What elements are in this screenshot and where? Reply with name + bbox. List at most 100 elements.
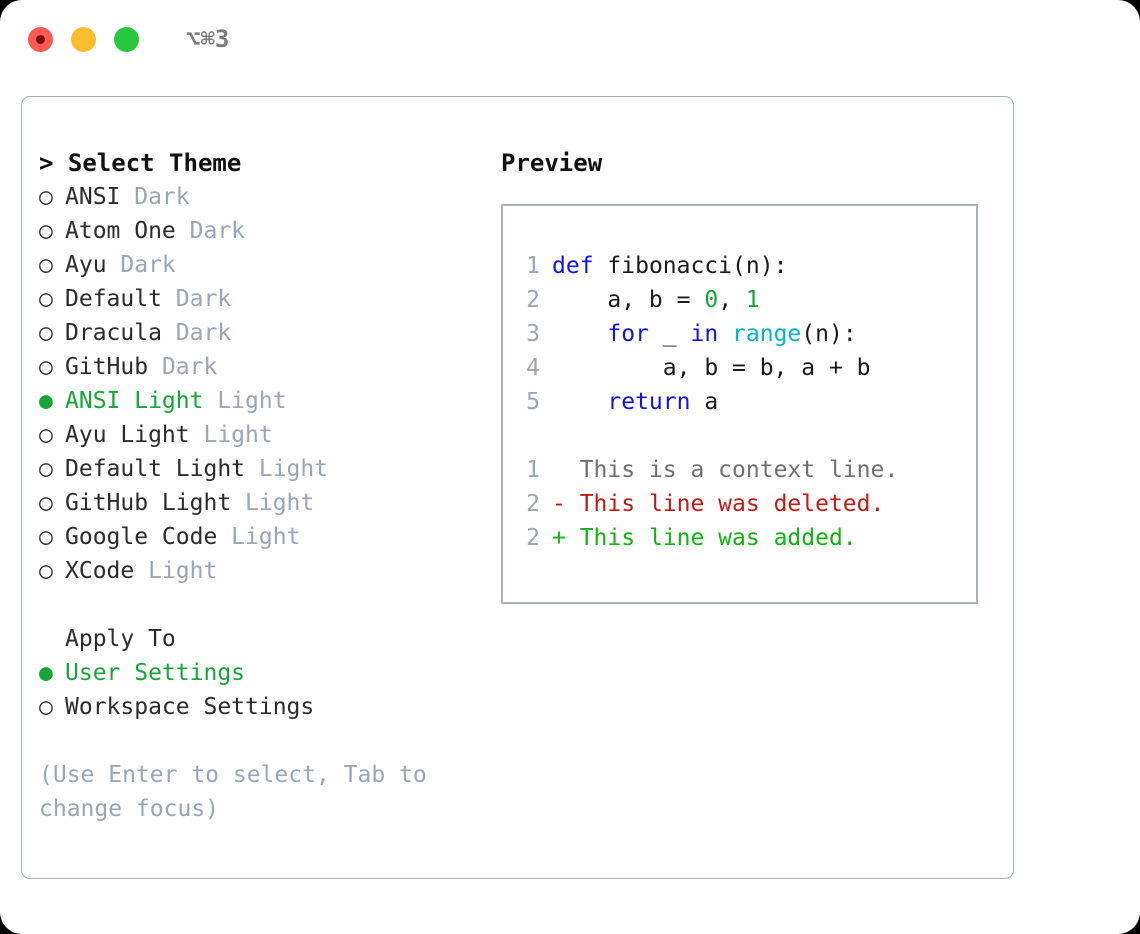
apply-to-item-workspace-settings[interactable]: ○ Workspace Settings [39, 690, 499, 724]
theme-item-label: GitHub [65, 354, 149, 380]
line-number: 2 [526, 525, 540, 551]
minimize-button[interactable] [71, 26, 96, 52]
radio-selected-icon: ● [39, 660, 53, 686]
select-theme-heading: > Select Theme [39, 146, 499, 180]
gutter-space [540, 283, 552, 317]
theme-item-variant: Light [231, 490, 315, 516]
code-token: _ [648, 321, 691, 347]
radio-unselected-icon: ○ [39, 252, 53, 278]
code-line: 4 a, b = b, a + b [518, 351, 898, 385]
theme-item-default[interactable]: ○ Default Dark [39, 282, 499, 316]
theme-item-dracula[interactable]: ○Dracula Dark [39, 316, 499, 350]
line-number: 4 [526, 355, 540, 381]
theme-item-ayu-light[interactable]: ○Ayu Light Light [39, 418, 499, 452]
code-token: a [690, 389, 719, 415]
apply-to-heading: ○Apply To [39, 622, 499, 656]
theme-item-ansi[interactable]: ○ANSI Dark [39, 180, 499, 214]
diff-text: This is a context line. [565, 457, 899, 483]
theme-item-variant: Dark [148, 354, 218, 380]
radio-unselected-icon: ○ [39, 558, 53, 584]
title-bar: ⌥⌘3 [0, 0, 1140, 78]
theme-item-variant: Dark [161, 320, 232, 346]
radio-unselected-icon: ○ [39, 456, 53, 482]
theme-item-ansi-light[interactable]: ●ANSI Light Light [39, 384, 499, 418]
theme-item-label: ANSI Light [65, 388, 204, 414]
theme-item-github-light[interactable]: ○ GitHub Light Light [39, 486, 499, 520]
code-token: for [607, 321, 649, 347]
theme-item-label: Default Light [65, 456, 246, 482]
maximize-button[interactable] [114, 26, 139, 52]
theme-item-label: Default [65, 286, 162, 312]
apply-to-item-user-settings[interactable]: ● User Settings [39, 656, 499, 690]
diff-line: 1 This is a context line. [518, 453, 898, 487]
keyboard-hint-text: (Use Enter to select, Tab to change focu… [39, 762, 441, 822]
theme-item-label: Atom One [65, 218, 176, 244]
code-token: range [732, 321, 802, 347]
diff-sign: + [552, 525, 566, 551]
theme-selector-column: > Select Theme ○ANSI Dark○Atom One Dark○… [39, 146, 499, 826]
theme-item-label: GitHub Light [65, 490, 232, 516]
line-number: 1 [526, 253, 540, 279]
theme-item-label: Ayu Light [65, 422, 190, 448]
line-number: 3 [526, 321, 540, 347]
code-token [718, 321, 732, 347]
apply-to-marker-placeholder: ○ [39, 622, 65, 656]
select-theme-title: Select Theme [67, 149, 242, 177]
caret-icon: > [39, 149, 68, 177]
code-token: 0 [704, 287, 719, 313]
theme-item-label: Google Code [65, 524, 218, 550]
diff-line: 2 - This line was deleted. [518, 487, 898, 521]
radio-unselected-icon: ○ [39, 320, 53, 346]
code-token [552, 389, 607, 415]
code-token: def [552, 253, 594, 279]
code-token: a, b = [552, 287, 705, 313]
line-number: 2 [526, 287, 540, 313]
code-token: in [690, 321, 719, 347]
theme-item-label: XCode [65, 558, 135, 584]
line-number: 5 [526, 389, 540, 415]
preview-column: Preview [501, 146, 1001, 180]
radio-unselected-icon: ○ [39, 694, 53, 720]
preview-heading: Preview [501, 149, 603, 177]
theme-item-label: ANSI [65, 184, 121, 210]
window-controls [28, 26, 139, 52]
theme-item-variant: Light [203, 388, 287, 414]
code-blank-line [518, 419, 898, 453]
gutter-space [540, 453, 552, 487]
theme-item-google-code[interactable]: ○Google Code Light [39, 520, 499, 554]
code-token [552, 321, 607, 347]
apply-to-list[interactable]: ● User Settings ○ Workspace Settings [39, 656, 499, 724]
theme-item-variant: Dark [175, 218, 246, 244]
radio-unselected-icon: ○ [39, 184, 53, 210]
theme-item-atom-one[interactable]: ○ Atom One Dark [39, 214, 499, 248]
radio-unselected-icon: ○ [39, 524, 53, 550]
apply-to-item-label: User Settings [65, 660, 246, 686]
gutter-space [540, 249, 552, 283]
radio-unselected-icon: ○ [39, 490, 53, 516]
diff-text: This line was added. [565, 525, 857, 551]
gutter-space [540, 487, 552, 521]
keyboard-shortcut-label: ⌥⌘3 [186, 25, 230, 53]
code-token: (n): [801, 321, 857, 347]
theme-item-default-light[interactable]: ○Default Light Light [39, 452, 499, 486]
theme-item-variant: Dark [106, 252, 176, 278]
theme-list[interactable]: ○ANSI Dark○Atom One Dark○Ayu Dark○Defaul… [39, 180, 499, 588]
diff-sign [552, 457, 566, 483]
diff-line: 2 + This line was added. [518, 521, 898, 555]
theme-item-github[interactable]: ○GitHub Dark [39, 350, 499, 384]
line-number: 2 [526, 491, 540, 517]
code-token: , [718, 287, 746, 313]
radio-unselected-icon: ○ [39, 286, 53, 312]
code-line: 3 for _ in range(n): [518, 317, 898, 351]
main-panel: > Select Theme ○ANSI Dark○Atom One Dark○… [21, 96, 1014, 879]
apply-to-item-label: Workspace Settings [65, 694, 315, 720]
radio-unselected-icon: ○ [39, 218, 53, 244]
close-button[interactable] [28, 26, 53, 52]
radio-unselected-icon: ○ [39, 422, 53, 448]
code-token: 1 [745, 287, 760, 313]
theme-item-xcode[interactable]: ○XCode Light [39, 554, 499, 588]
theme-item-variant: Dark [161, 286, 232, 312]
code-token [594, 253, 608, 279]
theme-item-ayu[interactable]: ○Ayu Dark [39, 248, 499, 282]
